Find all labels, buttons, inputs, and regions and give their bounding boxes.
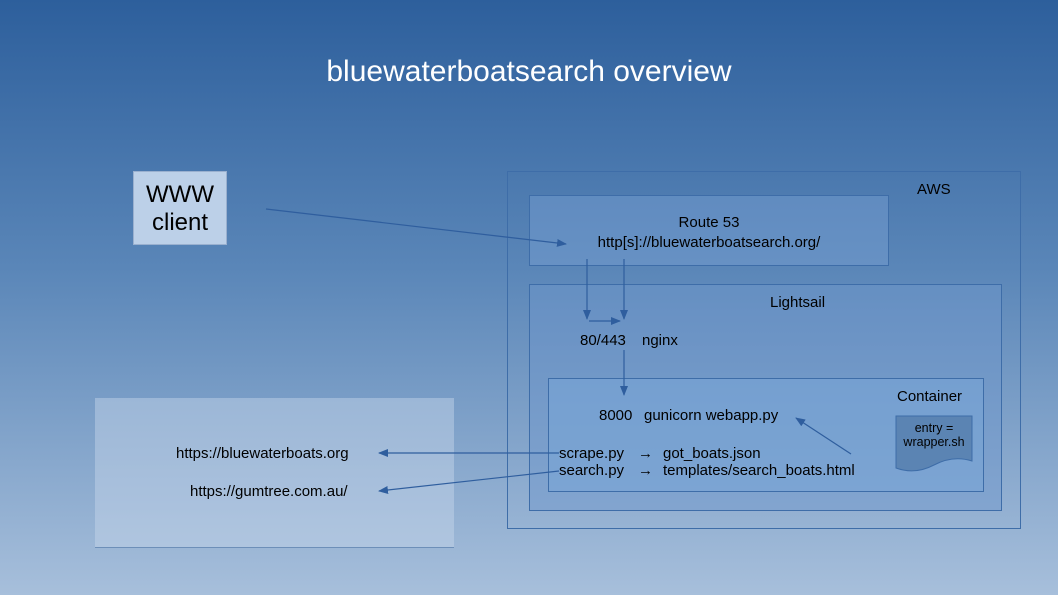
search-script: search.py bbox=[559, 462, 625, 479]
entry-document-label: entry = wrapper.sh bbox=[896, 421, 972, 449]
search-output: templates/search_boats.html bbox=[663, 462, 855, 479]
nginx-port: 80/443 bbox=[580, 332, 626, 349]
entry-line1: entry = bbox=[914, 421, 954, 435]
route53-box bbox=[529, 195, 889, 266]
gunicorn-app: gunicorn webapp.py bbox=[644, 407, 779, 424]
wrapper-to-webapp-arrow bbox=[795, 417, 852, 455]
search-to-gumtree-arrow bbox=[378, 470, 560, 494]
diagram-title: bluewaterboatsearch overview bbox=[326, 55, 732, 88]
scrape-script: scrape.py bbox=[559, 445, 625, 462]
lightsail-label: Lightsail bbox=[770, 294, 826, 311]
search-arrow: → bbox=[638, 462, 653, 479]
scrape-output: got_boats.json bbox=[663, 445, 761, 462]
route53-url: http[s]://bluewaterboatsearch.org/ bbox=[597, 234, 821, 251]
nginx-label: nginx bbox=[642, 332, 678, 349]
entry-line2: wrapper.sh bbox=[903, 435, 965, 449]
gunicorn-port: 8000 bbox=[599, 407, 633, 424]
route53-label: Route 53 bbox=[678, 214, 740, 231]
container-label: Container bbox=[897, 388, 963, 405]
entry-document-icon bbox=[895, 415, 973, 472]
external-sites-box bbox=[95, 398, 454, 548]
client-label-line2: client bbox=[151, 209, 209, 236]
aws-label: AWS bbox=[917, 181, 951, 198]
external-site-bluewaterboats: https://bluewaterboats.org bbox=[176, 445, 349, 462]
www-client-box: WWW client bbox=[133, 171, 227, 245]
aws-box bbox=[507, 171, 1021, 529]
client-to-route53-arrow bbox=[265, 208, 567, 247]
external-site-gumtree: https://gumtree.com.au/ bbox=[190, 483, 348, 500]
scrape-arrow: → bbox=[638, 445, 653, 462]
client-label-line1: WWW bbox=[146, 181, 214, 208]
